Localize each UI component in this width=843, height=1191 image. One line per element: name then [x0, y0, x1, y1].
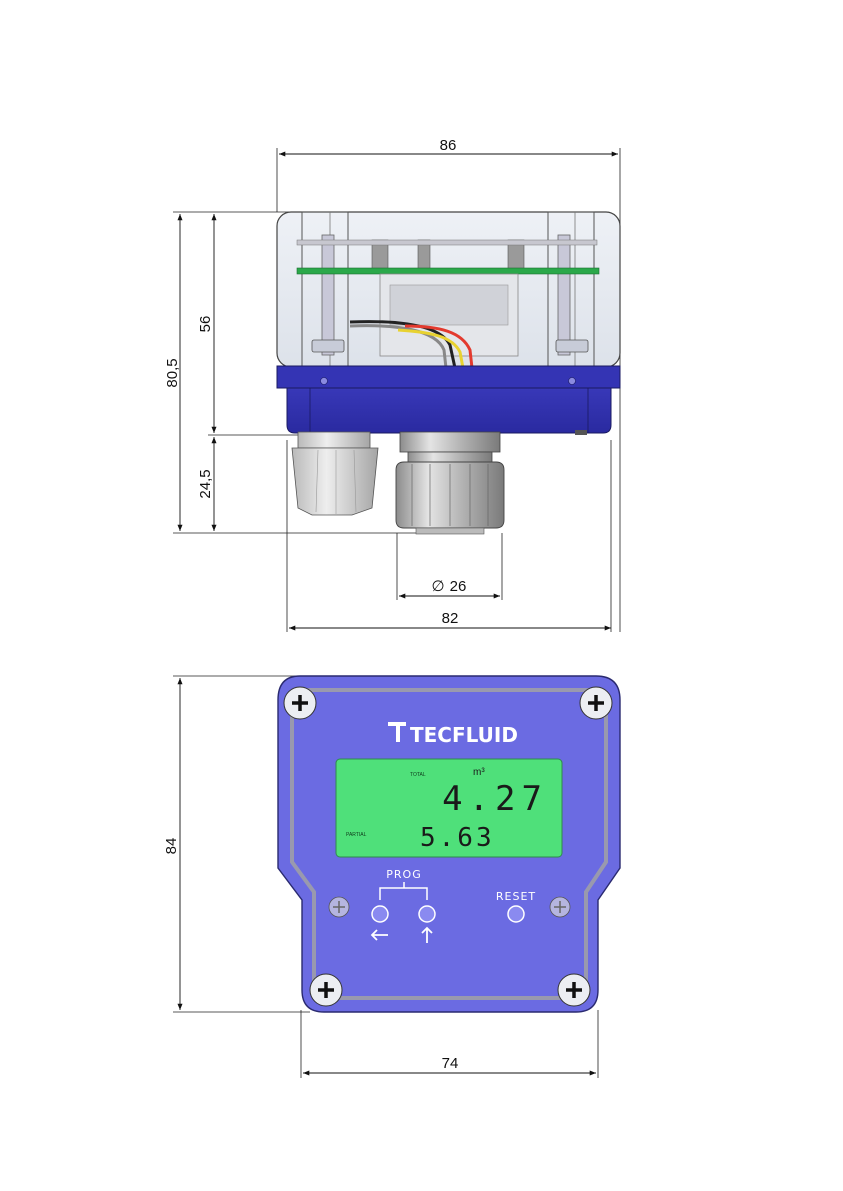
dim-connector-diameter: 26	[450, 578, 467, 595]
front-view: 84 74 TECFLUID TOTAL m³ 4.	[163, 676, 620, 1078]
dim-gland-height: 24,5	[197, 469, 214, 498]
dim-diameter-symbol: ∅	[431, 578, 444, 595]
reset-button[interactable]	[508, 906, 524, 922]
corner-screw-top-right	[580, 687, 612, 719]
transparent-cover	[277, 212, 620, 368]
brand-name: TECFLUID	[410, 723, 518, 747]
dim-total-height: 80,5	[164, 358, 181, 387]
cable-gland	[292, 432, 378, 515]
panel-screw-left	[329, 897, 349, 917]
dim-top-width: 86	[440, 137, 457, 154]
prog-label: PROG	[386, 868, 421, 881]
reset-label: RESET	[496, 890, 536, 903]
up-button[interactable]	[419, 906, 435, 922]
corner-screw-top-left	[284, 687, 316, 719]
lcd-unit: m³	[473, 767, 485, 778]
dim-front-height: 84	[163, 838, 180, 855]
pcb-board	[297, 268, 599, 274]
round-connector	[396, 432, 504, 534]
lcd-total-value: 4.27	[442, 779, 548, 819]
dim-base-width: 82	[442, 610, 459, 627]
corner-screw-bottom-left	[310, 974, 342, 1006]
dim-body-height: 56	[197, 316, 214, 333]
lcd-partial-label: PARTIAL	[346, 832, 367, 838]
corner-screw-bottom-right	[558, 974, 590, 1006]
lcd-total-label: TOTAL	[410, 772, 426, 778]
left-button[interactable]	[372, 906, 388, 922]
dim-front-width: 74	[442, 1055, 459, 1072]
panel-screw-right	[550, 897, 570, 917]
housing-base	[277, 366, 620, 435]
side-view: 86 80,5 56 24,5 ∅ 26 82	[164, 137, 620, 632]
lcd-partial-value: 5.63	[420, 823, 495, 853]
